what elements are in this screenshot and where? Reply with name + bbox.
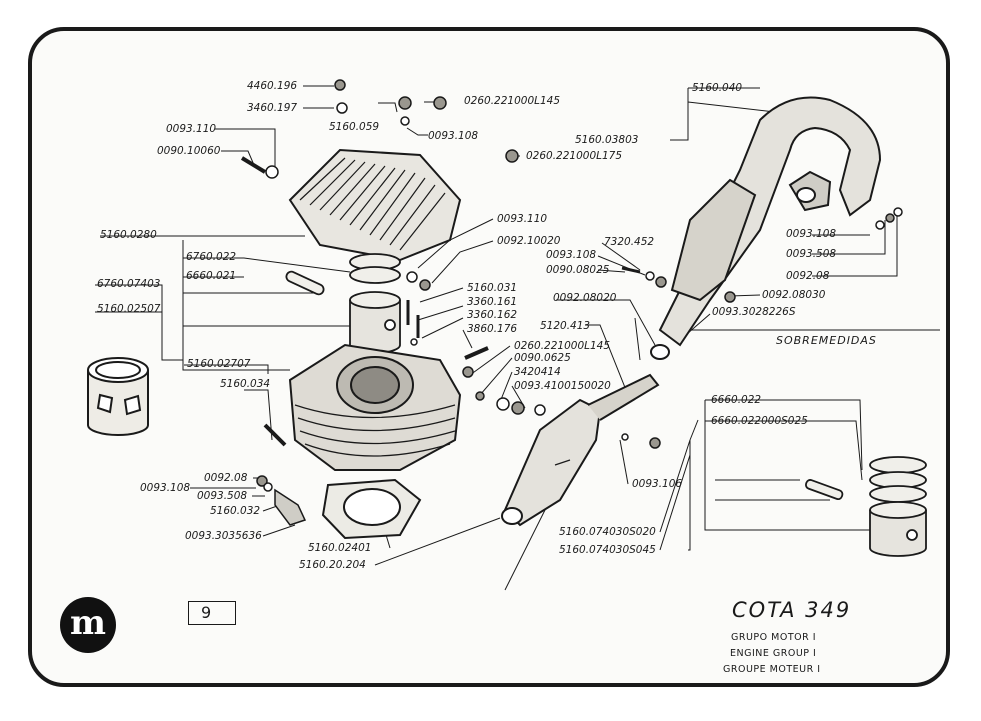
page-number: 9 <box>188 601 236 625</box>
part-label: 0090.10060 <box>157 145 221 157</box>
model-title: COTA 349 <box>732 598 852 622</box>
part-label: 5160.074030S020 <box>559 526 656 538</box>
subtitle-english: ENGINE GROUP I <box>730 648 817 659</box>
part-label: 0093.108 <box>140 482 191 494</box>
base-gasket <box>321 478 422 540</box>
part-label: 5160.034 <box>220 378 271 390</box>
part-label: 3420414 <box>514 366 561 378</box>
part-label: 0093.110 <box>166 123 217 135</box>
part-label: 5160.059 <box>329 121 380 133</box>
part-label: 5160.074030S045 <box>559 544 656 556</box>
part-label: 0092.08 <box>786 270 830 282</box>
subtitle-spanish: GRUPO MOTOR I <box>731 632 817 643</box>
part-label: 5160.040 <box>692 82 743 94</box>
oversize-heading: SOBREMEDIDAS <box>776 334 877 347</box>
part-label: 5160.0280 <box>100 229 157 241</box>
subtitle-french: GROUPE MOTEUR I <box>723 664 821 675</box>
part-label: 0260.221000L145 <box>514 340 611 352</box>
piston-assembly <box>285 253 401 354</box>
part-label: 0092.08020 <box>553 292 617 304</box>
oversize-piston <box>805 456 927 557</box>
small-parts <box>240 79 903 526</box>
part-label: 0092.10020 <box>497 235 561 247</box>
part-label: 0093.508 <box>786 248 837 260</box>
cylinder-head <box>288 148 462 262</box>
part-label: 6760.07403 <box>97 278 161 290</box>
part-label: 3460.197 <box>247 102 298 114</box>
part-label: 0093.110 <box>497 213 548 225</box>
part-label: 5160.02507 <box>97 303 161 315</box>
exhaust-pipe <box>650 96 882 360</box>
part-label: 5160.032 <box>210 505 261 517</box>
part-label: 0093.108 <box>428 130 479 142</box>
part-label: 0090.08025 <box>546 264 610 276</box>
part-label: 0093.3035636 <box>185 530 262 542</box>
part-label: 0093.3028226S <box>712 306 796 318</box>
part-label: 6660.022000S025 <box>711 415 808 427</box>
part-label: 0260.221000L145 <box>464 95 561 107</box>
part-label: 3360.162 <box>467 309 518 321</box>
part-label: 0093.108 <box>546 249 597 261</box>
part-label: 7320.452 <box>604 236 655 248</box>
part-label: 5160.03803 <box>575 134 639 146</box>
part-label: 0093.108 <box>786 228 837 240</box>
part-label: 0093.508 <box>197 490 248 502</box>
part-label: 5160.02401 <box>308 542 372 554</box>
part-label: 0260.221000L175 <box>526 150 623 162</box>
part-label: 0092.08 <box>204 472 248 484</box>
part-label: 0090.0625 <box>514 352 571 364</box>
part-label: 3860.176 <box>467 323 518 335</box>
part-label: 3360.161 <box>467 296 518 308</box>
part-label: 6660.022 <box>711 394 762 406</box>
part-label: 4460.196 <box>247 80 298 92</box>
part-label: 6660.021 <box>186 270 237 282</box>
cylinder-block <box>288 343 462 471</box>
silencer <box>501 373 660 527</box>
part-label: 5160.02707 <box>187 358 251 370</box>
cylinder-liner <box>87 357 149 436</box>
part-label: 0093.4100150020 <box>514 380 611 392</box>
part-label: 5160.20.204 <box>299 559 366 571</box>
part-label: 0092.08030 <box>762 289 826 301</box>
part-label: 0093.106 <box>632 478 683 490</box>
part-label: 5160.031 <box>467 282 518 294</box>
part-label: 6760.022 <box>186 251 237 263</box>
brand-logo: m <box>60 597 116 653</box>
part-label: 5120.413 <box>540 320 591 332</box>
